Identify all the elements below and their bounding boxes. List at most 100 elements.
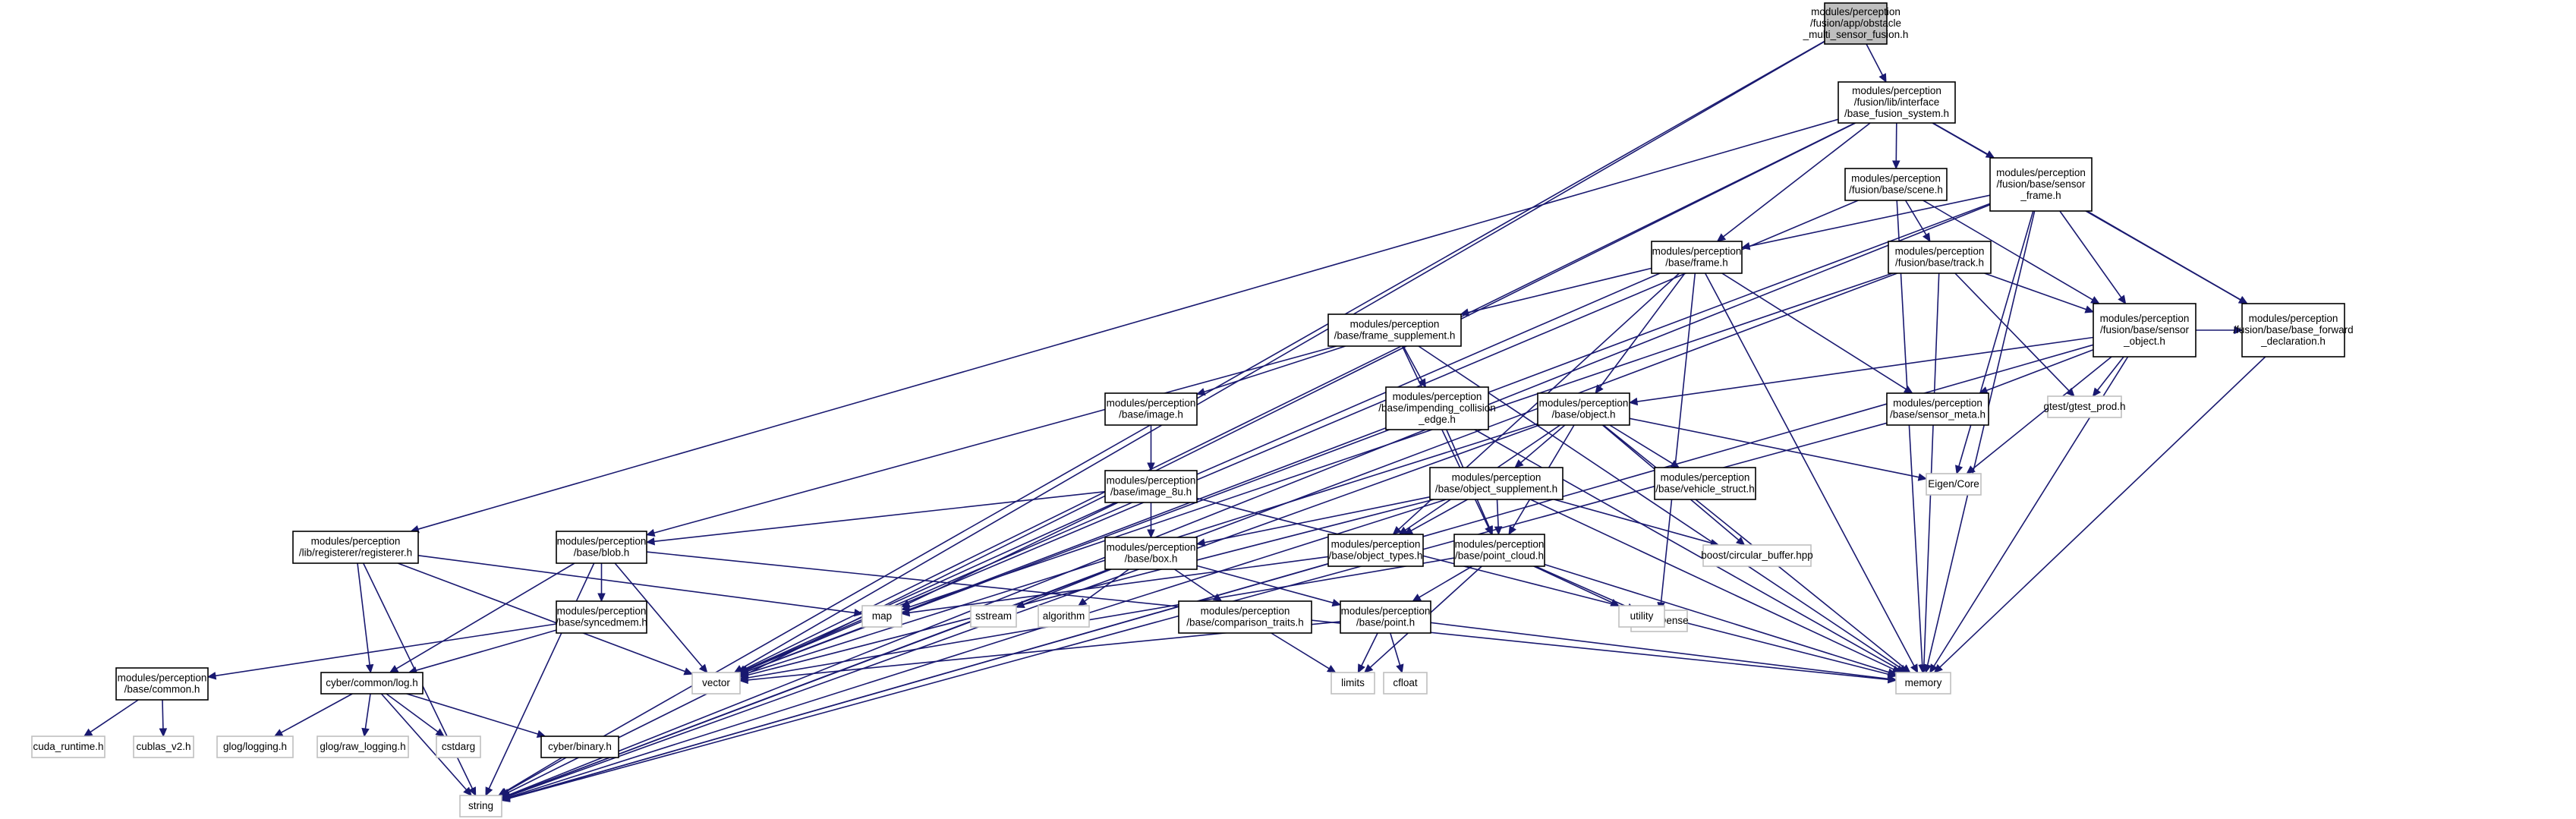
node-frame[interactable]: modules/perception/base/frame.h	[1651, 241, 1743, 274]
node-label: cuda_runtime.h	[33, 741, 103, 752]
node-string[interactable]: string	[459, 795, 502, 817]
node-label: _multi_sensor_fusion.h	[1803, 29, 1909, 40]
node-label: sstream	[975, 610, 1012, 622]
node-label: modules/perception	[1201, 606, 1290, 617]
node-point-cloud[interactable]: modules/perception/base/point_cloud.h	[1453, 534, 1545, 567]
node-box	[556, 531, 647, 564]
include-edge-box-to-sstream	[1023, 569, 1112, 606]
node-cfloat[interactable]: cfloat	[1383, 672, 1428, 695]
arrowhead-object-to-memory	[1901, 664, 1911, 673]
node-box	[436, 736, 481, 758]
arrowhead-point-to-limits	[1357, 663, 1365, 674]
node-comparison-traits[interactable]: modules/perception/base/comparison_trait…	[1178, 600, 1312, 634]
node-image[interactable]: modules/perception/base/image.h	[1104, 392, 1198, 426]
node-algorithm[interactable]: algorithm	[1038, 605, 1090, 628]
include-edge-point_cloud-to-utility	[1533, 565, 1613, 603]
node-label: modules/perception	[2100, 313, 2190, 324]
node-label: cublas_v2.h	[136, 741, 191, 752]
node-scene[interactable]: modules/perception/fusion/base/scene.h	[1844, 168, 1948, 201]
node-gtest-prod[interactable]: gtest/gtest_prod.h	[2043, 395, 2126, 418]
node-label: utility	[1630, 610, 1654, 622]
node-point[interactable]: modules/perception/base/point.h	[1340, 600, 1431, 634]
include-edge-point-to-cfloat	[1390, 632, 1401, 666]
node-label: /base/common.h	[124, 684, 200, 695]
node-label: modules/perception	[1107, 398, 1196, 409]
node-sensor-meta[interactable]: modules/perception/base/sensor_meta.h	[1886, 392, 1989, 426]
arrowhead-sensor_frame-to-eigen_core	[1954, 465, 1963, 475]
include-edge-log-to-binary	[406, 693, 539, 735]
node-memory[interactable]: memory	[1895, 672, 1951, 695]
node-label: /base/vehicle_struct.h	[1655, 484, 1755, 495]
node-glog-logging[interactable]: glog/logging.h	[216, 736, 294, 758]
node-vehicle-struct[interactable]: modules/perception/base/vehicle_struct.h	[1654, 467, 1756, 500]
include-edge-object-to-object_supplement	[1520, 424, 1566, 464]
arrowhead-log-to-glog_logging	[273, 729, 284, 737]
arrowhead-base_forward_declaration-to-memory	[1933, 663, 1943, 673]
node-box	[1654, 467, 1756, 500]
node-label: /fusion/base/sensor	[2100, 324, 2190, 335]
arrowhead-log-to-cstdarg	[435, 728, 445, 737]
node-label: modules/perception	[1452, 472, 1542, 484]
include-edge-sensor_object-to-gtest_prod	[2096, 356, 2124, 391]
node-cuda-runtime[interactable]: cuda_runtime.h	[31, 736, 105, 758]
arrowhead-registerer-to-vector	[683, 667, 694, 676]
node-object-types[interactable]: modules/perception/base/object_types.h	[1327, 534, 1424, 567]
node-syncedmem[interactable]: modules/perception/base/syncedmem.h	[556, 600, 647, 634]
node-frame-supplement[interactable]: modules/perception/base/frame_supplement…	[1327, 313, 1462, 347]
arrowhead-frame_supplement-to-blob	[645, 528, 656, 537]
node-sstream[interactable]: sstream	[970, 605, 1017, 628]
node-eigen-core[interactable]: Eigen/Core	[1926, 473, 1982, 496]
node-label: cyber/binary.h	[548, 741, 612, 752]
include-edge-sensor_frame-to-string	[509, 203, 1991, 796]
node-vector[interactable]: vector	[691, 672, 741, 695]
arrowhead-image_8u-to-box	[1147, 529, 1155, 539]
node-label: /fusion/lib/interface	[1854, 96, 1940, 108]
node-boost-cb[interactable]: boost/circular_buffer.hpp	[1701, 544, 1813, 567]
include-edge-log-to-glog_raw	[364, 693, 371, 729]
node-box	[1383, 672, 1428, 695]
node-image-8u[interactable]: modules/perception/base/image_8u.h	[1104, 470, 1198, 503]
node-glog-raw[interactable]: glog/raw_logging.h	[316, 736, 409, 758]
node-utility[interactable]: utility	[1618, 605, 1665, 628]
node-blob[interactable]: modules/perception/base/blob.h	[556, 531, 647, 564]
node-object-supplement[interactable]: modules/perception/base/object_supplemen…	[1429, 467, 1564, 500]
node-label: modules/perception	[557, 536, 647, 547]
include-edge-box-to-point	[1196, 565, 1334, 603]
node-common[interactable]: modules/perception/base/common.h	[115, 667, 209, 701]
node-sensor-object[interactable]: modules/perception/fusion/base/sensor_ob…	[2093, 303, 2197, 358]
node-cublas[interactable]: cublas_v2.h	[133, 736, 194, 758]
node-track[interactable]: modules/perception/fusion/base/track.h	[1888, 241, 1992, 274]
node-map[interactable]: map	[861, 605, 902, 628]
include-edge-track-to-memory	[1923, 272, 1940, 666]
node-binary[interactable]: cyber/binary.h	[540, 736, 619, 758]
node-label: modules/perception	[1895, 246, 1985, 257]
arrowhead-sensor_object-to-eigen_core	[1966, 465, 1976, 474]
include-edge-base_fusion_system-to-vector	[744, 122, 1856, 670]
node-label: /base/image.h	[1119, 409, 1183, 421]
include-edge-root-to-base_fusion_system	[1866, 43, 1884, 76]
arrowhead-point_cloud-to-memory	[1887, 668, 1897, 676]
node-log[interactable]: cyber/common/log.h	[320, 672, 424, 695]
node-limits[interactable]: limits	[1331, 672, 1375, 695]
node-box	[1453, 534, 1545, 567]
node-label: modules/perception	[1996, 167, 2086, 178]
node-registerer[interactable]: modules/perception/lib/registerer/regist…	[292, 531, 419, 564]
node-box[interactable]: modules/perception/base/box.h	[1104, 537, 1198, 570]
include-edge-common-to-cuda_runtime	[90, 699, 139, 733]
node-box	[2093, 303, 2197, 358]
node-box	[1385, 386, 1489, 430]
node-object[interactable]: modules/perception/base/object.h	[1537, 392, 1630, 426]
node-cstdarg[interactable]: cstdarg	[436, 736, 481, 758]
node-label: glog/raw_logging.h	[320, 741, 405, 752]
node-label: modules/perception	[2249, 313, 2338, 324]
include-edge-sensor_frame-to-vector	[747, 203, 1991, 673]
node-base-forward-declaration[interactable]: modules/perception/fusion/base/base_forw…	[2233, 303, 2354, 358]
node-box	[1888, 241, 1992, 274]
node-label: modules/perception	[557, 606, 647, 617]
node-base-fusion-system[interactable]: modules/perception/fusion/lib/interface/…	[1838, 81, 1956, 124]
node-label: /fusion/base/scene.h	[1849, 184, 1943, 196]
node-impending-collision-edge[interactable]: modules/perception/base/impending_collis…	[1378, 386, 1496, 430]
arrowhead-syncedmem-to-common	[206, 672, 217, 680]
node-sensor-frame[interactable]: modules/perception/fusion/base/sensor_fr…	[1989, 157, 2093, 212]
include-edge-base_fusion_system-to-scene	[1895, 122, 1897, 162]
